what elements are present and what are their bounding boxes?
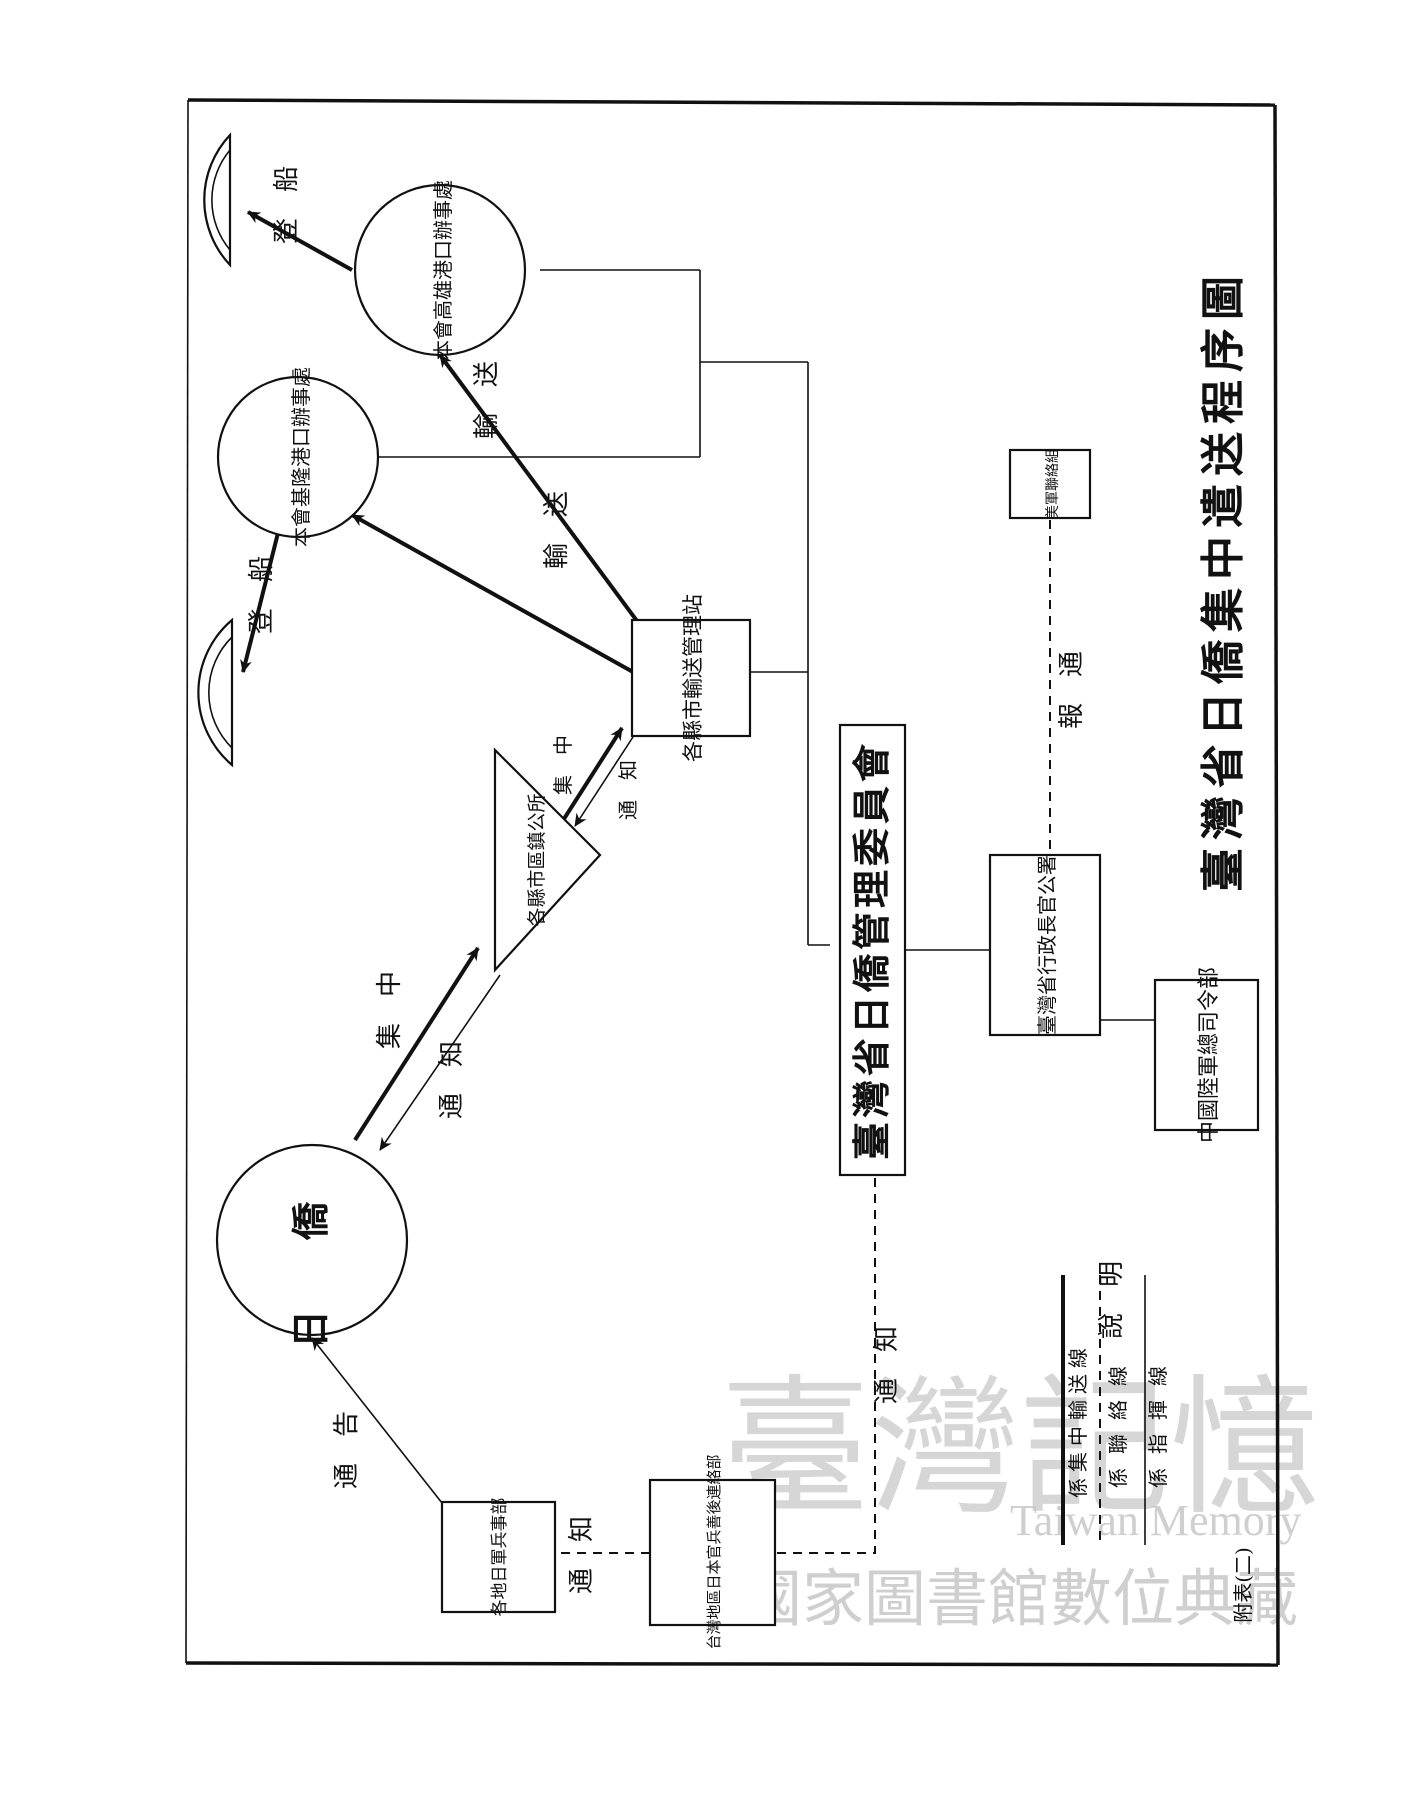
legend: 說 明 係指揮線 係聯絡線 係集中輸送線 附表(二) xyxy=(1061,1261,1255,1623)
command-lines xyxy=(311,269,1158,1504)
label-concentrate-1: 集 中 xyxy=(375,971,405,1049)
edge-kaohsiung-ship xyxy=(247,210,353,272)
legend-item-command: 係指揮線 xyxy=(1146,1352,1170,1488)
page-frame xyxy=(185,98,1280,1667)
legend-heading: 說 明 xyxy=(1097,1261,1127,1339)
edge-station-district xyxy=(574,736,634,827)
box-shape xyxy=(440,1500,557,1614)
liaison-lines xyxy=(555,520,1051,1554)
transport-station-label: 各縣市輸送管理站 xyxy=(681,594,705,762)
liaison-dept-label: 台灣地區日本官兵善後連絡部 xyxy=(705,1454,723,1649)
label-board-2: 登 船 xyxy=(247,556,277,634)
ship-kaohsiung xyxy=(203,132,232,268)
frame-top xyxy=(187,98,1276,107)
label-concentrate-2: 集 中 xyxy=(551,735,575,795)
keelung-port-label: 本會基隆港口辦事處 xyxy=(289,367,313,547)
title-group: 臺灣省日僑集中遣送程序圖 xyxy=(1198,268,1249,892)
edge-district-station xyxy=(560,726,624,824)
node-japanese-residents: 日僑 xyxy=(215,1132,409,1348)
circle-shape xyxy=(215,1143,409,1337)
node-transport-station: 各縣市輸送管理站 xyxy=(630,594,752,762)
watermark-english: Taiwan Memory xyxy=(1010,1496,1301,1545)
transport-lines xyxy=(240,210,642,1151)
label-report: 報 通 xyxy=(1057,651,1087,729)
label-transport-1: 輸 送 xyxy=(542,491,572,569)
kaohsiung-port-label: 本會高雄港口辦事處 xyxy=(431,180,455,360)
node-kaohsiung-port: 本會高雄港口辦事處 xyxy=(353,180,527,360)
committee-label: 臺灣省日僑管理委員會 xyxy=(849,740,894,1160)
node-district-office: 各縣市區鎮公所 xyxy=(493,747,602,973)
watermark: 臺灣記憶 Taiwan Memory 國家圖書館數位典藏 xyxy=(720,1362,1320,1635)
page-title: 臺灣省日僑集中遣送程序圖 xyxy=(1198,268,1249,892)
district-office-label: 各縣市區鎮公所 xyxy=(526,793,548,926)
box-shape xyxy=(988,853,1102,1037)
army-hq-label: 中國陸軍總司令部 xyxy=(1197,967,1222,1143)
governor-office-label: 臺灣省行政長官公署 xyxy=(1035,855,1059,1035)
legend-item-transport: 係集中輸送線 xyxy=(1066,1342,1090,1498)
appendix-label: 附表(二) xyxy=(1231,1547,1255,1623)
node-liaison-dept: 台灣地區日本官兵善後連絡部 xyxy=(648,1454,777,1650)
circle-shape xyxy=(216,375,380,539)
frame-right xyxy=(1273,104,1280,1666)
node-keelung-port: 本會基隆港口辦事處 xyxy=(216,367,380,547)
edge-committee-liaison xyxy=(775,1178,876,1554)
ship-hull-line xyxy=(208,636,233,749)
circle-shape xyxy=(353,183,527,357)
ship-icon xyxy=(203,132,232,268)
edge-keelung-ship xyxy=(240,524,282,673)
triangle-shape xyxy=(493,747,602,973)
box-shape xyxy=(1008,448,1092,520)
frame-left xyxy=(185,99,189,1664)
label-notify-bottom: 通 知 xyxy=(567,1516,597,1594)
watermark-institution: 國家圖書館數位典藏 xyxy=(740,1562,1298,1635)
box-shape xyxy=(630,618,752,738)
label-board-1: 登 船 xyxy=(272,166,302,244)
box-shape xyxy=(1153,978,1260,1132)
box-shape xyxy=(648,1478,777,1627)
node-governor-office: 臺灣省行政長官公署 xyxy=(988,853,1102,1037)
legend-item-liaison: 係聯絡線 xyxy=(1106,1352,1130,1488)
frame-bottom xyxy=(185,1661,1279,1667)
watermark-calligraphy: 臺灣記憶 xyxy=(720,1362,1320,1536)
ship-hull-line xyxy=(211,149,231,251)
edge-residents-district xyxy=(353,946,480,1142)
label-notify-1: 通 知 xyxy=(437,1041,467,1119)
node-military-affairs: 各地日軍兵事部 xyxy=(440,1498,557,1617)
label-summon: 通 告 xyxy=(332,1411,362,1489)
us-liaison-label: 美軍聯絡組 xyxy=(1045,449,1061,519)
label-transport-2: 輸 送 xyxy=(472,361,502,439)
ship-keelung xyxy=(197,617,234,768)
box-shape xyxy=(838,723,907,1177)
node-us-liaison: 美軍聯絡組 xyxy=(1008,448,1092,520)
edge-summon xyxy=(311,1337,443,1504)
label-notify-main: 通 知 xyxy=(872,1326,902,1404)
edge-labels: 報 通 通 知 集 中 通 知 集 中 通 知 輸 送 輸 送 登 船 登 船 … xyxy=(247,166,1087,1594)
ship-icon xyxy=(197,617,234,768)
label-notify-2: 通 知 xyxy=(616,760,640,820)
edge-station-keelung xyxy=(351,513,634,674)
node-committee: 臺灣省日僑管理委員會 xyxy=(838,723,907,1177)
edge-district-residents xyxy=(379,974,501,1151)
node-army-hq: 中國陸軍總司令部 xyxy=(1153,967,1260,1143)
japanese-residents-label: 日僑 xyxy=(288,1132,333,1348)
military-affairs-label: 各地日軍兵事部 xyxy=(490,1498,510,1617)
edge-station-kaohsiung xyxy=(438,353,642,627)
